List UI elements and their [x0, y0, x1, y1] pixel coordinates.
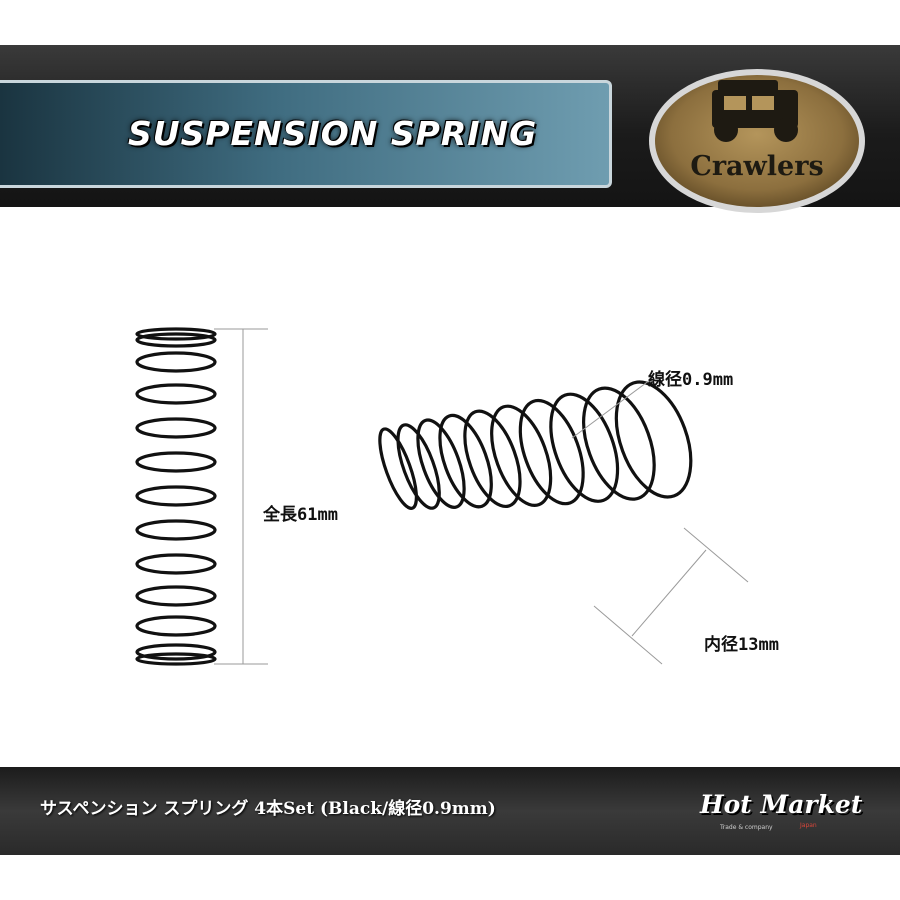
inner-diameter-label: 内径13mm — [704, 635, 779, 655]
straight-spring — [135, 327, 217, 666]
truck-icon — [712, 80, 798, 142]
footer-band — [0, 767, 900, 855]
length-dimension — [214, 328, 268, 665]
angled-spring — [378, 380, 693, 510]
logo-face — [655, 75, 859, 207]
hot-market-sub: Trade & company — [720, 824, 773, 831]
logo-text: Crawlers — [690, 151, 824, 182]
page-title: SUSPENSION SPRING — [128, 114, 538, 153]
spring-illustration — [135, 327, 749, 666]
wire-dimension — [571, 379, 651, 439]
crawlers-logo — [649, 69, 865, 213]
wire-diameter-label: 線径0.9mm — [648, 370, 734, 390]
inner-dimension — [593, 527, 749, 665]
total-length-label: 全長61mm — [263, 505, 338, 525]
product-name: サスペンション スプリング 4本Set (Black/線径0.9mm) — [40, 799, 496, 819]
hot-market-logo: Hot Market — [700, 790, 863, 819]
title-banner — [0, 80, 612, 188]
hot-market-region: Japan — [800, 822, 817, 829]
